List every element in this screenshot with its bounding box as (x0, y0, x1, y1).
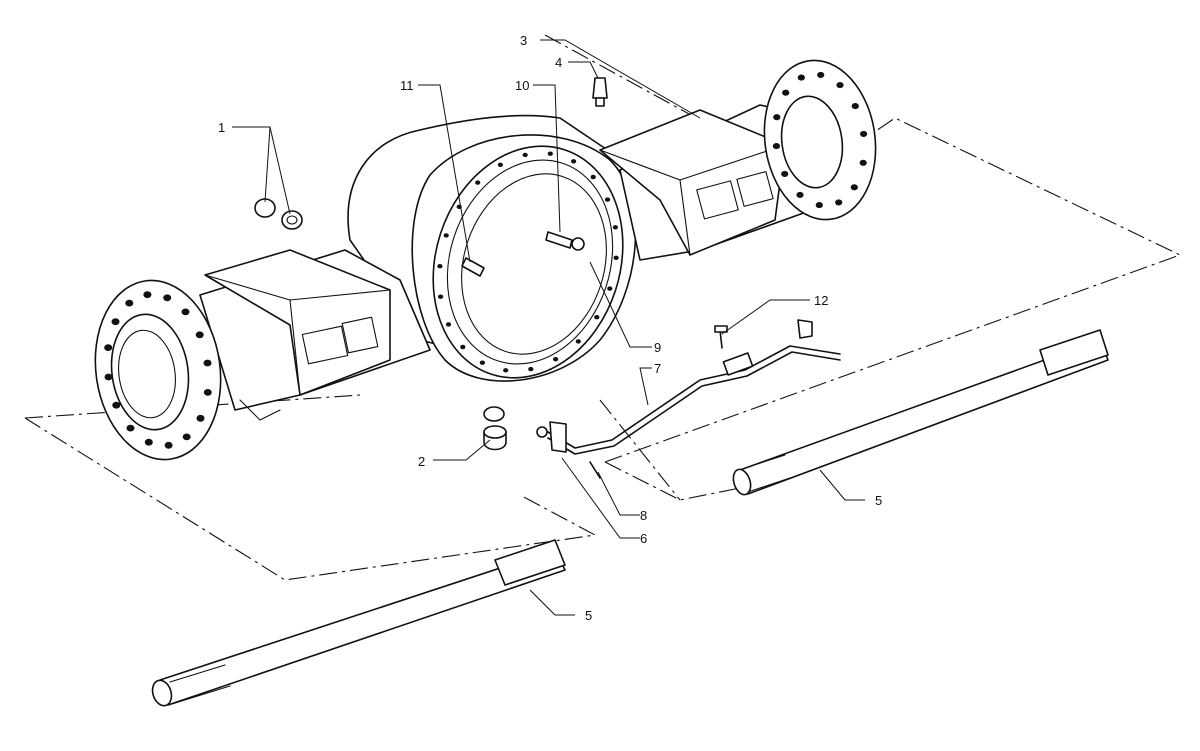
axle-shaft-left (151, 539, 566, 707)
axle-housing (94, 59, 877, 461)
bolt-hole (859, 159, 867, 166)
bolt-hole (817, 71, 825, 78)
callout-1: 1 (218, 120, 225, 135)
callout-5-left: 5 (585, 608, 592, 623)
breather-4 (592, 77, 608, 107)
bolt-12 (714, 325, 728, 349)
bolt-hole (773, 114, 781, 121)
bolt-hole (104, 344, 113, 351)
callout-9: 9 (654, 340, 661, 355)
callout-7: 7 (654, 361, 661, 376)
bolt-hole (182, 433, 191, 441)
callout-5-right: 5 (875, 493, 882, 508)
callout-3: 3 (520, 33, 527, 48)
bolt-hole (797, 74, 805, 81)
bolt-hole (503, 368, 509, 373)
bolt-hole (196, 414, 205, 422)
bolt-hole (460, 344, 466, 350)
right-flange-holes (772, 71, 868, 209)
bolt-hole (547, 151, 553, 156)
bolt-hole (143, 291, 152, 299)
bolt-hole (604, 197, 611, 202)
bolt-hole (125, 299, 134, 307)
brake-pipe-7 (536, 319, 841, 455)
bolt-hole (195, 331, 204, 339)
bolt-hole (815, 202, 823, 209)
bolt-hole (203, 359, 212, 367)
left-flange-holes (104, 291, 212, 449)
bolt-hole (835, 199, 843, 206)
callout-6: 6 (640, 531, 647, 546)
callout-4: 4 (555, 55, 562, 70)
callout-8: 8 (640, 508, 647, 523)
bolt-hole (571, 159, 577, 164)
bolt-hole (836, 82, 844, 89)
bolt-hole (112, 401, 121, 409)
bolt-hole (111, 318, 120, 326)
axle-shaft-right (732, 329, 1109, 496)
bolt-hole (575, 339, 581, 344)
bolt-hole (522, 152, 528, 158)
bolt-hole (497, 162, 503, 168)
fitting-11 (461, 257, 485, 277)
bolt-hole (860, 130, 868, 137)
bolt-hole (553, 356, 559, 362)
callout-10: 10 (515, 78, 529, 93)
bolt-hole (144, 438, 153, 446)
bolt-hole (475, 180, 481, 185)
center-ring-holes (437, 151, 619, 373)
bolt-hole (613, 255, 619, 261)
bolt-hole (607, 286, 613, 291)
bolt-hole (590, 174, 596, 180)
bolt-hole (612, 225, 619, 230)
callout-11: 11 (400, 78, 414, 93)
bolt-8 (589, 461, 601, 479)
bolt-hole (445, 322, 452, 327)
bolt-hole (594, 314, 600, 320)
bolt-hole (181, 308, 190, 316)
bolt-hole (126, 424, 135, 432)
bolt-hole (203, 389, 212, 396)
bolt-hole (437, 263, 443, 269)
callout-labels: 1 2 3 4 5 5 6 7 8 9 10 11 12 (218, 33, 882, 623)
bolt-hole (163, 294, 172, 302)
bolt-hole (438, 294, 444, 299)
fitting-10 (545, 231, 585, 251)
bolt-hole (796, 191, 804, 198)
bolt-hole (104, 373, 113, 381)
bolt-hole (164, 441, 173, 449)
callout-2: 2 (418, 454, 425, 469)
bolt-hole (443, 233, 449, 238)
bolt-hole (851, 103, 859, 110)
bolt-hole (781, 170, 789, 177)
bolt-hole (850, 184, 858, 191)
bolt-hole (772, 143, 781, 150)
leader-lines (232, 39, 865, 616)
callout-12: 12 (814, 293, 828, 308)
bolt-hole (479, 360, 485, 365)
plug-and-seal-1 (254, 198, 303, 230)
bolt-hole (782, 89, 790, 96)
plug-and-seal-2 (483, 406, 507, 451)
bolt-hole (528, 366, 534, 372)
